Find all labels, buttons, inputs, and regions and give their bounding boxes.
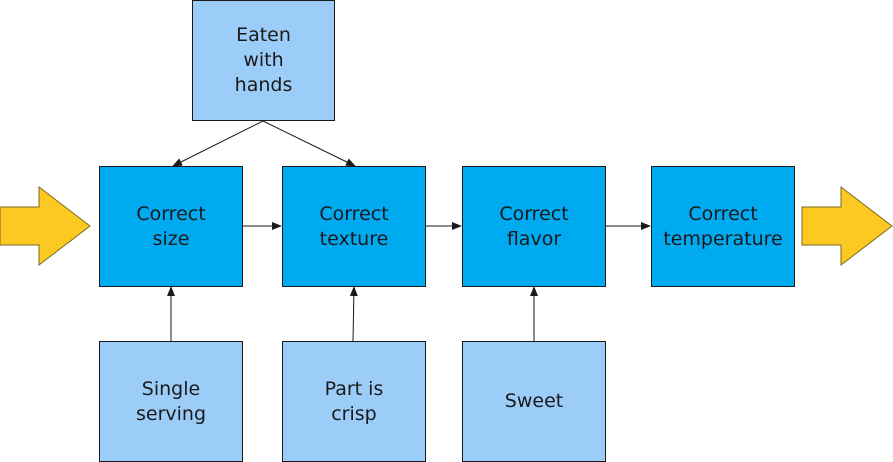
- factor-box-sweet: Sweet: [462, 341, 606, 462]
- output-arrow-icon: [801, 185, 893, 267]
- connector-crisp-to-texture: [349, 286, 358, 342]
- input-arrow-icon: [0, 185, 91, 267]
- factor-label: Sweet: [504, 390, 564, 412]
- connector-hands-to-size: [172, 120, 264, 167]
- connector-hands-to-texture: [262, 120, 356, 167]
